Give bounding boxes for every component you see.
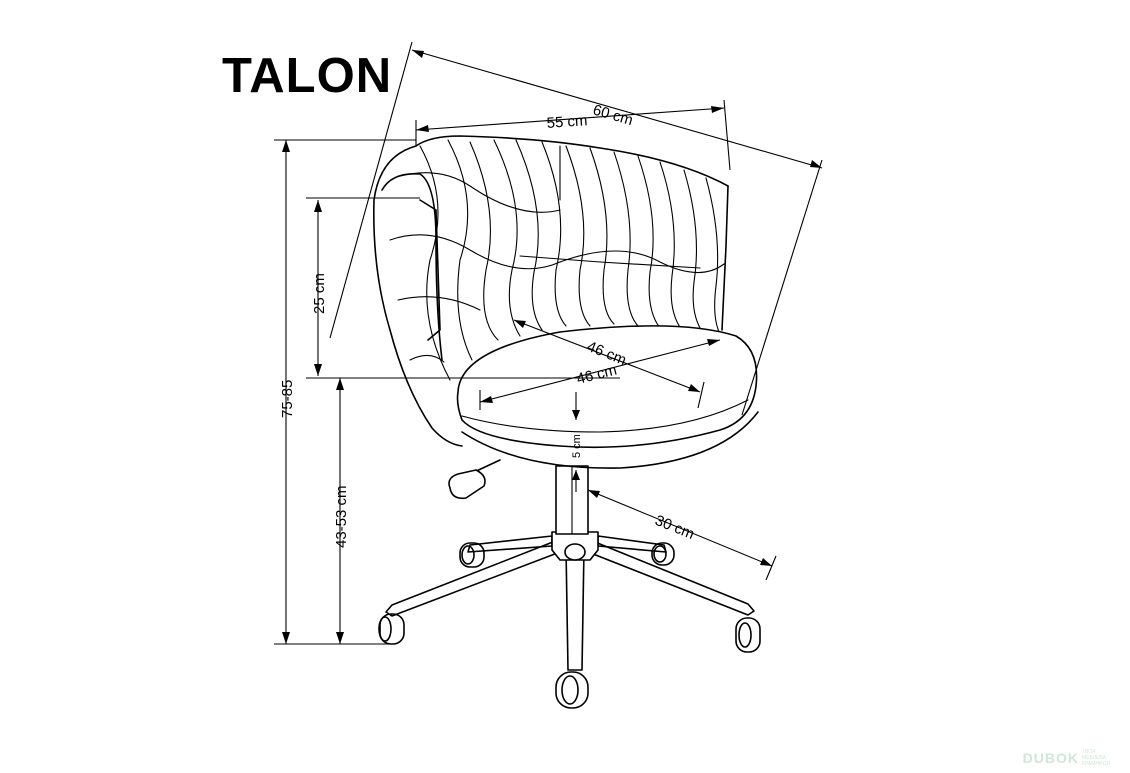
chair-casters: [378, 542, 761, 709]
dim-label-base-radius: 30 cm: [653, 512, 697, 543]
chair-illustration: [373, 135, 761, 709]
seat-cushion: [456, 325, 758, 449]
caster-front-center: [555, 671, 589, 709]
dim-label-seat-height: 43-53 cm: [333, 485, 350, 548]
watermark-tagline: ТВОЯ МЕБЛЕВА КРАМНИЦЯ: [1082, 749, 1110, 767]
backrest: [373, 135, 729, 447]
caster-front-right: [735, 617, 761, 653]
dim-seat-height: 43-53 cm: [333, 378, 350, 644]
dim-back-width: 55 cm: [415, 99, 731, 171]
dim-base-radius: 30 cm: [587, 489, 777, 581]
caster-back-right: [651, 542, 675, 566]
dim-back-height: 25 cm: [306, 197, 620, 379]
dim-label-back-width: 55 cm: [546, 112, 588, 132]
product-title: TALON: [222, 49, 393, 103]
chair-base: [385, 531, 755, 671]
caster-front-left: [378, 613, 405, 645]
dim-seat-thickness: 5 cm: [571, 392, 583, 492]
watermark-brand: DUBOK: [1022, 750, 1079, 766]
dimension-lines: 60 cm 55 cm 75-85: [274, 41, 823, 645]
caster-back-left: [459, 542, 485, 568]
height-lever: [448, 459, 501, 500]
seat-underside: [461, 411, 759, 469]
dim-total-height: 75-85: [274, 139, 416, 645]
watermark-logo: DUBOK ТВОЯ МЕБЛЕВА КРАМНИЦЯ: [1023, 749, 1112, 767]
chair-cylinder: [555, 465, 589, 535]
dim-label-back-height: 25 cm: [311, 273, 328, 314]
dim-label-seat-thickness: 5 cm: [571, 434, 583, 458]
dim-label-total-height: 75-85: [279, 380, 296, 418]
